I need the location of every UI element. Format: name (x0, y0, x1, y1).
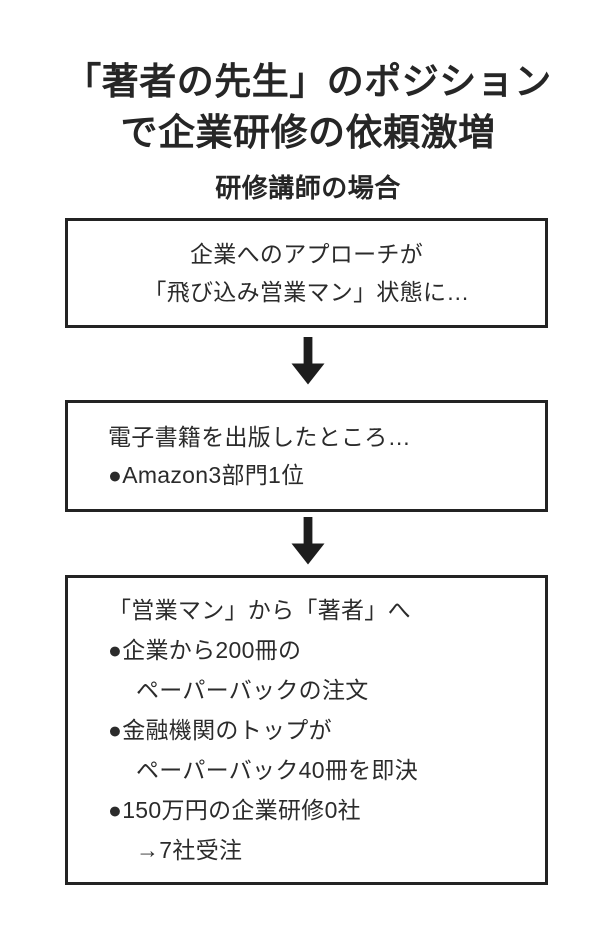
flow-box-3-body: 「営業マン」から「著者」へ ●企業から200冊の ペーパーバックの注文 ●金融機… (68, 578, 545, 882)
flow-box-3-line-5: ペーパーバック40冊を即決 (136, 757, 419, 783)
flow-box-1: 企業へのアプローチが 「飛び込み営業マン」状態に… (65, 218, 548, 328)
page-subtitle: 研修講師の場合 (215, 173, 401, 203)
flow-box-2-line-2: ●Amazon3部門1位 (108, 462, 305, 488)
flow-box-3-line-3: ペーパーバックの注文 (136, 677, 369, 703)
flow-box-1-line-2: 「飛び込み営業マン」状態に… (143, 279, 470, 305)
arrow-down-icon-1 (0, 337, 616, 385)
page-title-line-1: 「著者の先生」のポジション (64, 61, 552, 102)
flow-box-3-line-1: 「営業マン」から「著者」へ (108, 597, 411, 623)
flow-box-2-body: 電子書籍を出版したところ… ●Amazon3部門1位 (68, 403, 545, 509)
flow-box-2: 電子書籍を出版したところ… ●Amazon3部門1位 (65, 400, 548, 512)
page-title-line-2: で企業研修の依頼激増 (120, 112, 496, 153)
flow-box-1-line-1: 企業へのアプローチが (190, 241, 423, 267)
flow-box-3-line-7: →7社受注 (136, 837, 243, 863)
page-title: 「著者の先生」のポジション で企業研修の依頼激増 (0, 56, 616, 158)
flow-box-3-line-2: ●企業から200冊の (108, 637, 302, 663)
flow-box-3-line-6: ●150万円の企業研修0社 (108, 797, 361, 823)
flow-box-1-body: 企業へのアプローチが 「飛び込み営業マン」状態に… (68, 221, 545, 325)
flow-box-2-line-1: 電子書籍を出版したところ… (108, 424, 411, 450)
arrow-down-icon-2 (0, 517, 616, 565)
flow-box-3-line-4: ●金融機関のトップが (108, 717, 332, 743)
flow-box-3: 「営業マン」から「著者」へ ●企業から200冊の ペーパーバックの注文 ●金融機… (65, 575, 548, 885)
